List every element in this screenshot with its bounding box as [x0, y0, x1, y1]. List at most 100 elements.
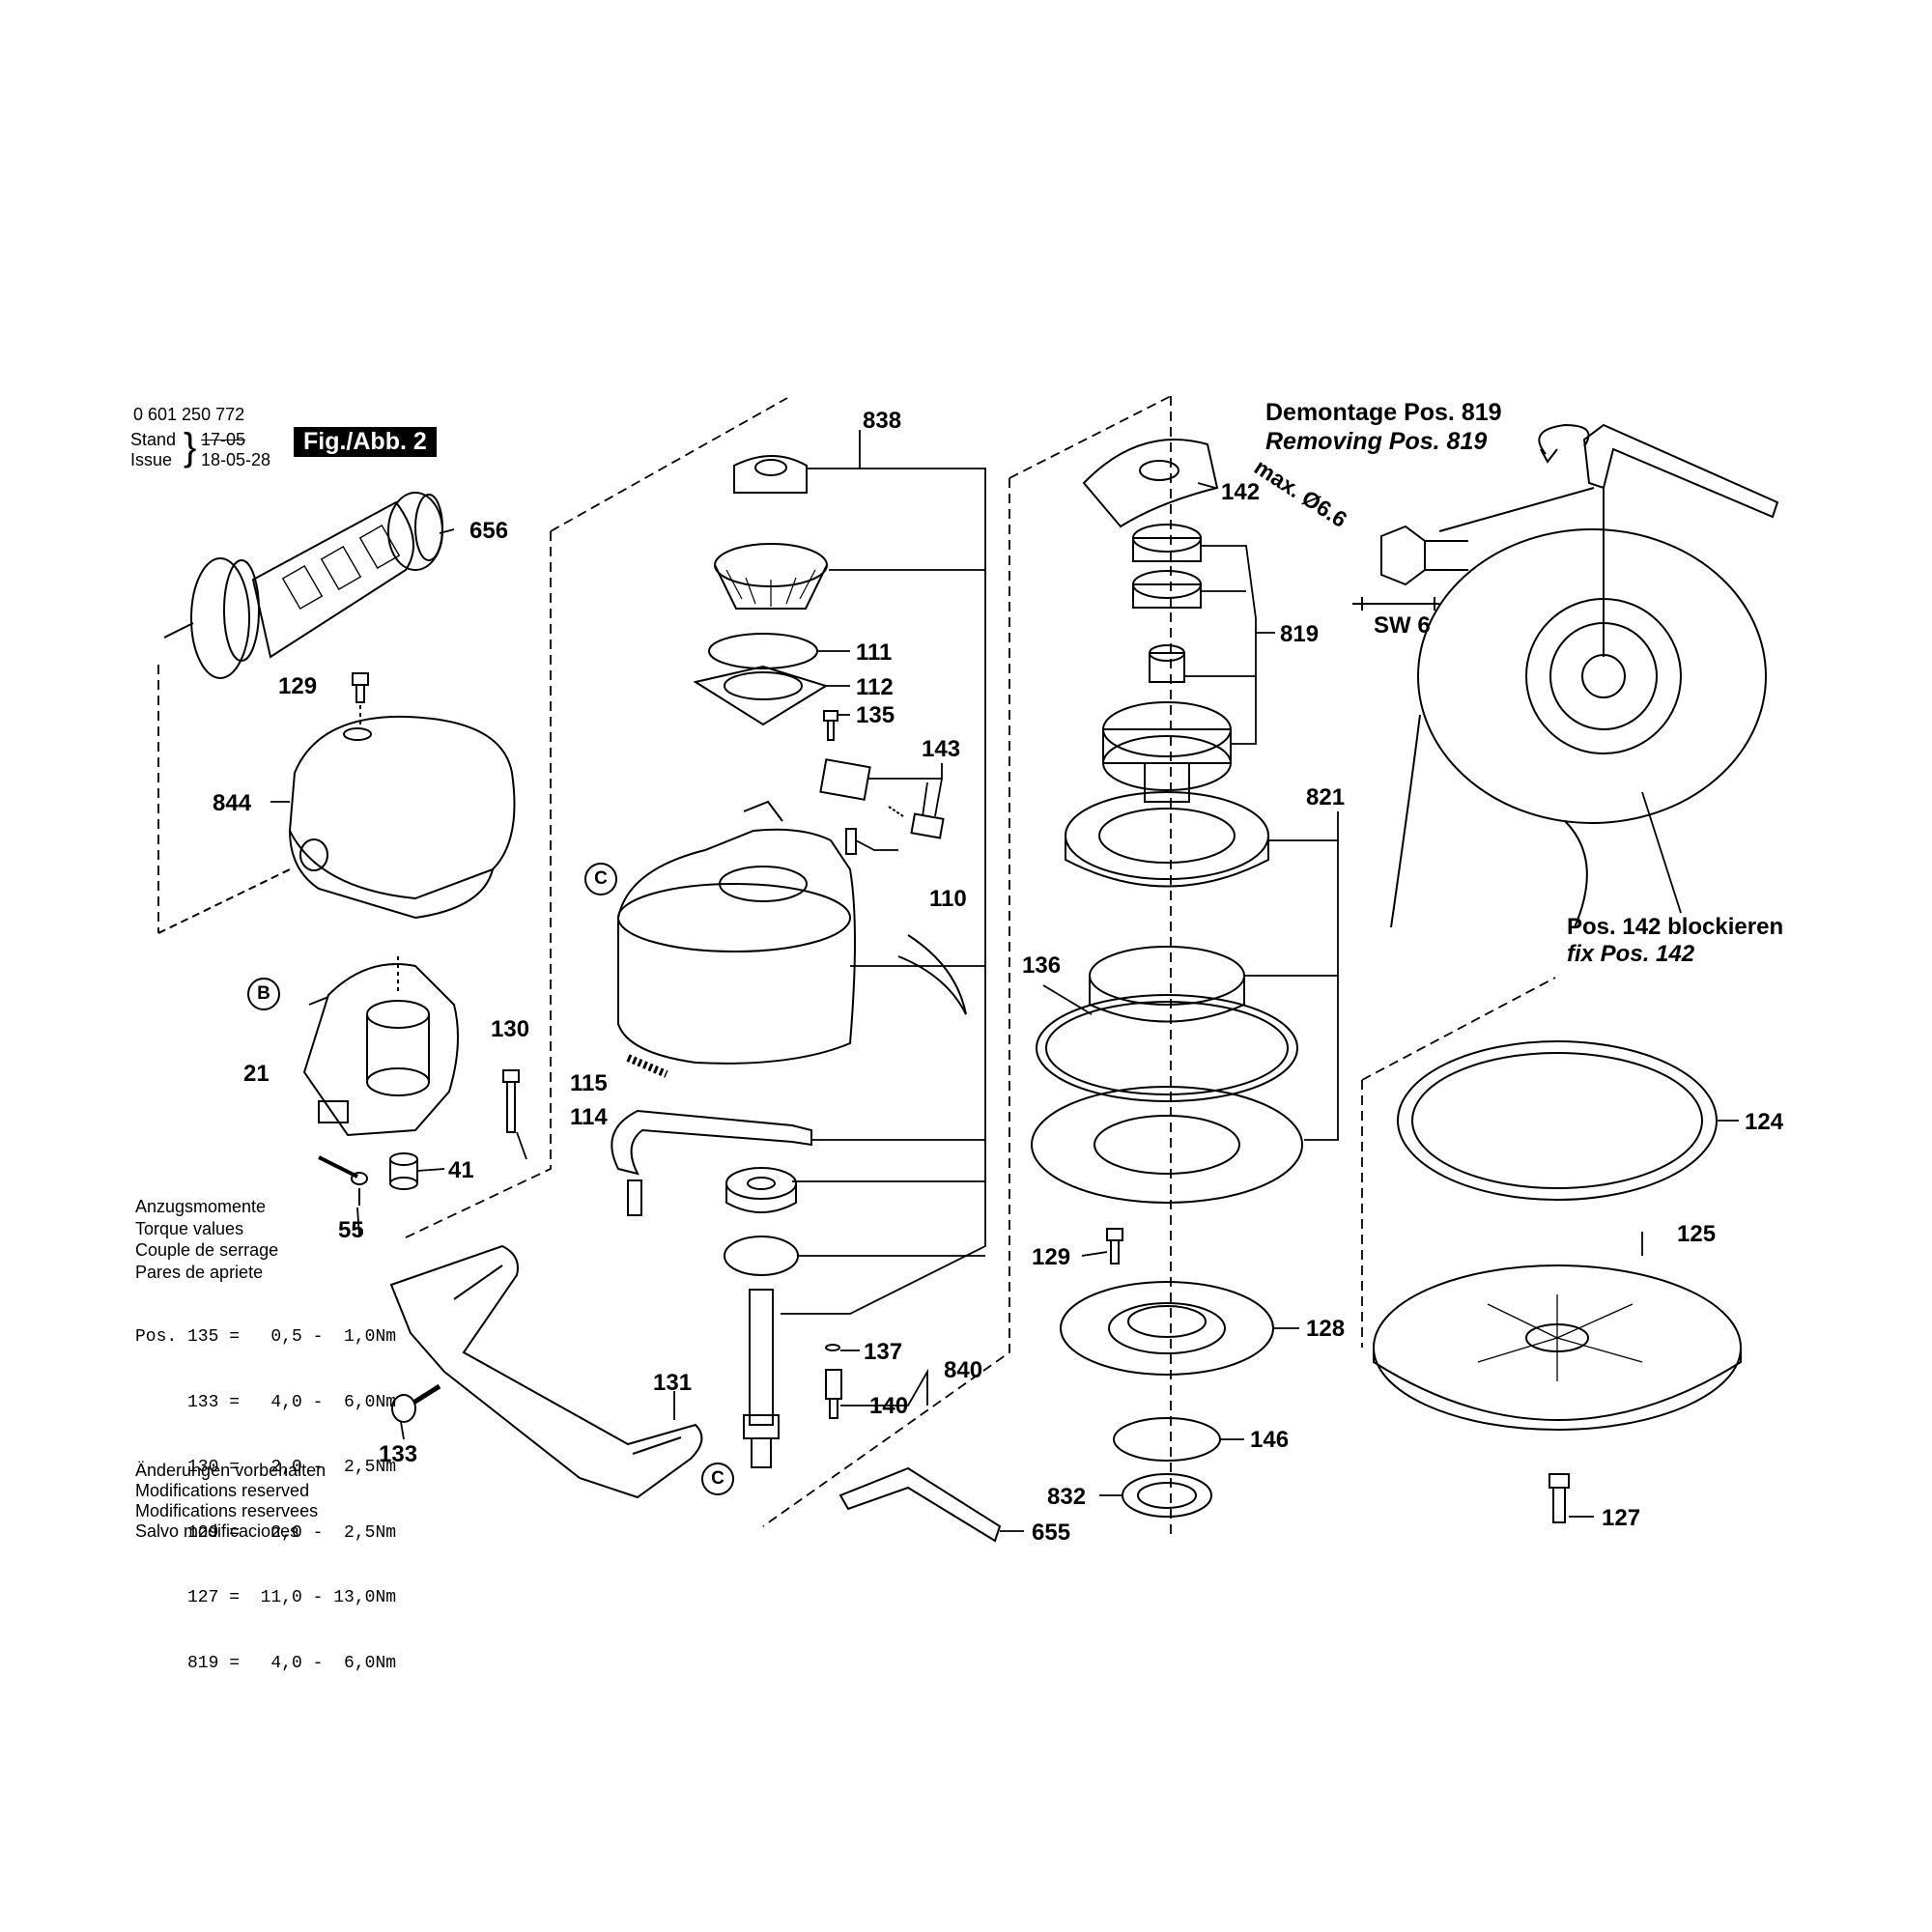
callout-821: 821: [1306, 784, 1346, 810]
screw-127: [1548, 1473, 1570, 1523]
callout-133: 133: [379, 1441, 418, 1467]
issue-label: Issue: [130, 450, 173, 469]
fix-pos-142-note: Pos. 142 blockieren fix Pos. 142: [1567, 914, 1783, 968]
stand-label: Stand: [130, 430, 177, 449]
torque-title-line: Couple de serrage: [135, 1240, 279, 1260]
brace-icon: }: [184, 426, 197, 469]
callout-129-top: 129: [278, 673, 318, 699]
torque-row: 127 = 11,0 - 13,0Nm: [135, 1588, 397, 1607]
torque-row: 129 = 2,0 - 2,5Nm: [135, 1522, 397, 1543]
marker-c-bottom: C: [701, 1463, 734, 1495]
screw-129-top: [352, 672, 369, 729]
spring-115: [626, 1054, 668, 1078]
callout-21: 21: [243, 1061, 270, 1087]
cover-844: [157, 715, 516, 934]
callout-124: 124: [1745, 1109, 1784, 1135]
torque-row: 130 = 2,0 - 2,5Nm: [135, 1458, 397, 1477]
demontage-line-1: Demontage Pos. 819: [1265, 399, 1502, 426]
ring-gear-821: [1065, 791, 1269, 888]
modifications-line: Salvo modificaciones: [135, 1521, 299, 1541]
hub-128: [1060, 1281, 1274, 1376]
callout-840: 840: [944, 1357, 983, 1383]
callout-128: 128: [1306, 1316, 1346, 1342]
callout-656: 656: [469, 518, 509, 544]
handle-131: [389, 1244, 703, 1499]
callout-131: 131: [653, 1370, 693, 1396]
bearing-819: [1132, 524, 1202, 683]
rotate-arrow-icon: [1538, 423, 1590, 464]
flange-plate-112: [693, 665, 829, 726]
callout-125: 125: [1677, 1221, 1717, 1247]
backing-pad-125: [1373, 1264, 1742, 1431]
gasket-136: [1036, 994, 1298, 1102]
callout-838: 838: [863, 408, 902, 434]
torque-table: Pos. 135 = 0,5 - 1,0Nm 133 = 4,0 - 6,0Nm…: [135, 1283, 396, 1696]
clamp-band-114: [611, 1109, 812, 1216]
torque-row: 819 = 4,0 - 6,0Nm: [135, 1653, 397, 1673]
seal-strip-110: [897, 934, 967, 1015]
callout-114: 114: [570, 1104, 608, 1130]
motor-housing-21: [302, 956, 459, 1137]
callout-143: 143: [922, 736, 961, 762]
screw-130: [502, 1069, 520, 1133]
pins-137-140: [825, 1344, 842, 1419]
bevel-gear: [714, 543, 828, 610]
modifications-line: Modifications reservees: [135, 1501, 319, 1520]
issue-value: 18-05-28: [201, 450, 271, 469]
screw-55: [318, 1155, 368, 1206]
callout-146: 146: [1250, 1427, 1290, 1453]
callout-41: 41: [448, 1157, 474, 1183]
callout-140: 140: [869, 1393, 909, 1419]
gear-819: [1102, 701, 1232, 803]
assembly-boundaries: [157, 395, 1556, 1536]
spindle: [743, 1289, 780, 1468]
callout-111: 111: [856, 639, 893, 666]
callout-819: 819: [1280, 621, 1320, 647]
callout-127: 127: [1602, 1505, 1641, 1531]
marker-c-top: C: [584, 863, 617, 895]
fix-line-1: Pos. 142 blockieren: [1567, 914, 1784, 940]
torque-row: 133 = 4,0 - 6,0Nm: [135, 1392, 397, 1412]
screw-129-bottom: [1106, 1228, 1123, 1264]
bearing-ring-136: [1089, 946, 1245, 1023]
torque-row: Pos. 135 = 0,5 - 1,0Nm: [135, 1327, 397, 1347]
washer-832: [1122, 1473, 1212, 1518]
hex-nut-detail: [1352, 487, 1595, 611]
gear-housing: [617, 800, 856, 1065]
modifications-line: Änderungen vorbehalten: [135, 1461, 327, 1480]
o-ring-111: [708, 633, 818, 669]
demontage-note: Demontage Pos. 819 Removing Pos. 819: [1265, 398, 1502, 456]
wrench-size-label: SW 6: [1374, 612, 1431, 639]
torque-title: Anzugsmomente Torque values Couple de se…: [135, 1196, 278, 1283]
callout-655: 655: [1032, 1520, 1071, 1546]
callout-137: 137: [864, 1339, 903, 1365]
ring-124: [1397, 1040, 1718, 1201]
part-number: 0 601 250 772: [133, 405, 245, 424]
torque-title-line: Torque values: [135, 1218, 244, 1238]
callout-142: 142: [1221, 479, 1261, 505]
hex-key-655: [838, 1466, 1002, 1543]
callout-135: 135: [856, 702, 895, 728]
callout-55: 55: [338, 1217, 364, 1243]
ball-bearing: [725, 1167, 797, 1213]
fix-line-2: fix Pos. 142: [1567, 941, 1695, 967]
stand-value: 17-05: [201, 430, 246, 449]
modifications-line: Modifications reserved: [135, 1481, 310, 1500]
auxiliary-handle-656: [163, 492, 443, 679]
marker-b: B: [247, 978, 280, 1010]
guard-142: [1082, 439, 1219, 528]
torque-title-line: Anzugsmomente: [135, 1197, 267, 1216]
leader-lines: [270, 430, 1739, 1532]
callout-115: 115: [570, 1070, 608, 1096]
callout-832: 832: [1047, 1484, 1087, 1510]
callout-130: 130: [491, 1016, 530, 1042]
torque-title-line: Pares de apriete: [135, 1262, 264, 1282]
callout-844: 844: [213, 790, 252, 816]
circlip-146: [1113, 1417, 1221, 1462]
figure-label: Fig./Abb. 2: [294, 427, 437, 457]
brush-holder-143: [819, 758, 945, 855]
screw-135: [823, 710, 838, 741]
sleeve-41: [389, 1152, 418, 1190]
screw-133: [391, 1383, 441, 1423]
